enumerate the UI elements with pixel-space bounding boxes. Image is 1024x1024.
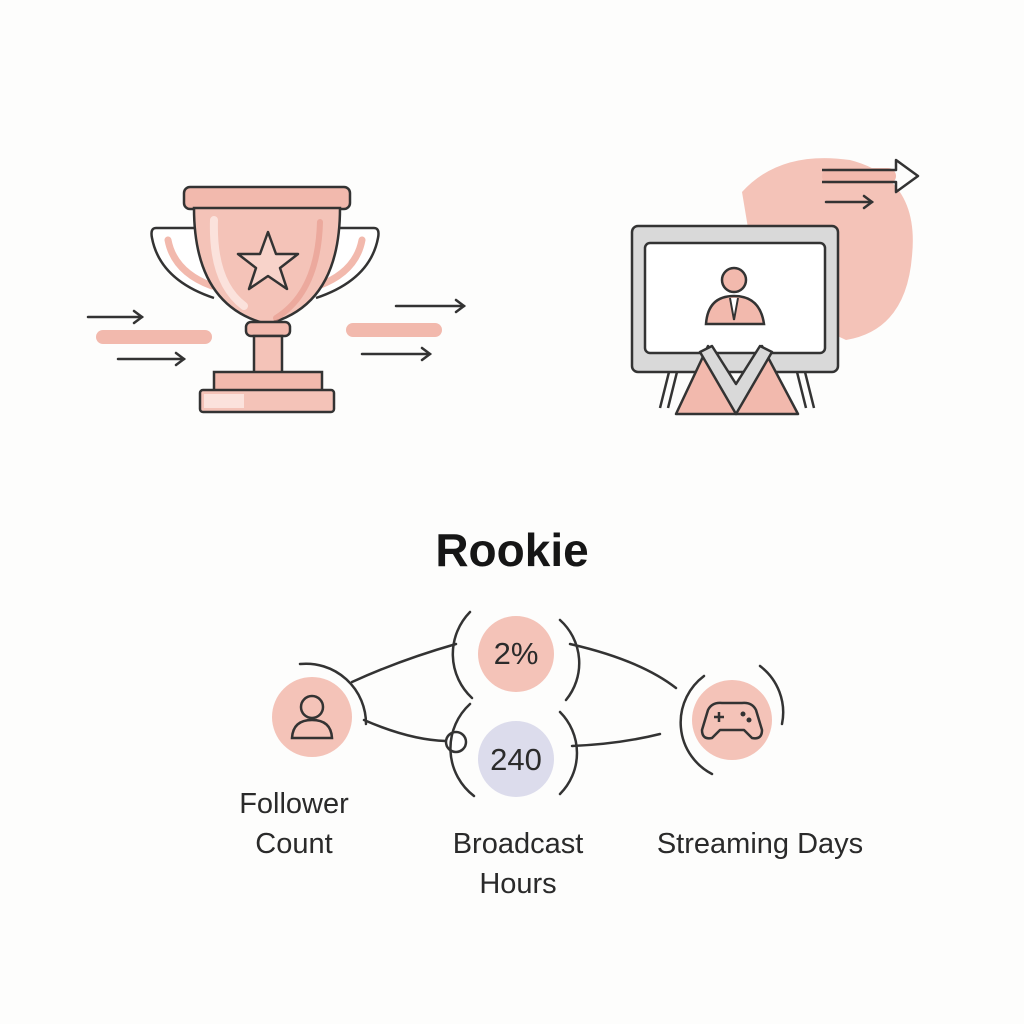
follower-count-label-line1: Follower — [239, 788, 349, 820]
percent-node — [451, 610, 581, 702]
streaming-days-label: Streaming Days — [630, 824, 890, 864]
person-icon — [704, 266, 766, 326]
arrow-icon — [360, 298, 467, 362]
streaming-days-label-line1: Streaming Days — [656, 828, 864, 860]
broadcast-hours-label-line2: Hours — [479, 868, 557, 900]
tv-icon — [630, 158, 920, 416]
trophy-icon — [86, 185, 467, 414]
person-icon — [290, 694, 334, 740]
broadcast-hours-label-line1: Broadcast — [452, 828, 584, 860]
star-icon — [236, 230, 300, 291]
gamepad-icon — [700, 701, 764, 740]
follower-node — [272, 662, 368, 757]
follower-count-label: Follower Count — [194, 784, 394, 864]
connector-lines — [350, 642, 678, 748]
follower-count-label-line2: Count — [255, 828, 333, 860]
percent-value: 2% — [493, 636, 539, 671]
hours-node — [449, 702, 579, 798]
tier-title: Rookie — [435, 524, 589, 576]
broadcast-hours-label: Broadcast Hours — [418, 824, 618, 904]
arrow-icon — [86, 309, 187, 367]
streaming-node — [679, 664, 785, 776]
arrow-icon — [822, 158, 920, 210]
hours-value: 240 — [490, 742, 542, 777]
